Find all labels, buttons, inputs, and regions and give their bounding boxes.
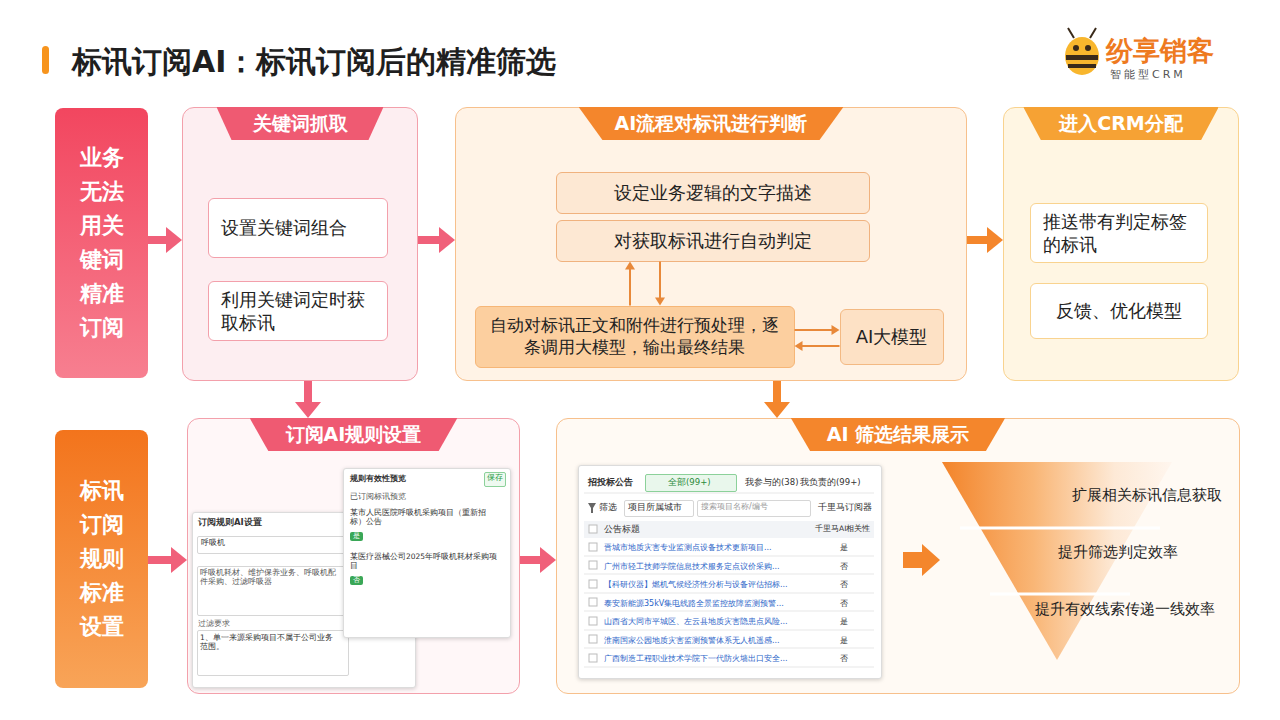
table-cell: 泰安新能源35kV集电线路全景监控故障监测预警... [604,599,784,609]
panel-heading: 订阅AI规则设置 [250,418,458,451]
funnel-label: 提升筛选判定效率 [1058,543,1178,562]
result-tag: 否 [350,576,363,585]
arrowhead [987,227,1003,253]
arrowhead [764,402,790,418]
process-box: 对获取标讯进行自动判定 [556,220,870,262]
connector-arrow [295,381,321,418]
node-text: 反馈、优化模型 [1056,299,1182,322]
panel-heading: AI 筛选结果展示 [791,418,1005,451]
card-heading: 规则有效性预览 [350,474,406,484]
table-cell: 淮南国家公园地质灾害监测预警体系无人机遥感... [604,636,780,646]
group-panel: AI流程对标讯进行判断设定业务逻辑的文字描述对获取标讯进行自动判定自动对标讯正文… [455,107,967,381]
button-label: 筛选 [599,502,617,513]
connector-arrow [967,227,1003,253]
button-label: 千里马订阅器 [818,502,872,513]
connector-line [967,236,988,244]
funnel-label: 提升有效线索传递一线效率 [1035,600,1215,619]
node-text: 利用关键词定时获取标讯 [221,288,375,334]
arrowhead [171,547,187,573]
panel-heading: 关键词抓取 [217,107,384,140]
connector-arrow [418,227,455,253]
model-box: AI大模型 [840,309,944,365]
table-cell: 山西省大同市平城区、左云县地质灾害隐患点风险... [604,617,788,627]
table-cell: 是 [840,617,848,627]
node-text: 推送带有判定标签的标讯 [1043,210,1195,256]
table-header-cell: 千里马AI相关性 [815,524,870,533]
node-text: 业务无法用关键词精准订阅 [80,141,124,346]
node-text: 标讯订阅规则标准设置 [80,474,124,644]
result-tag: 是 [350,532,363,541]
table-title: 招投标公告 [588,477,633,488]
table-cell: 晋城市地质灾害专业监测点设备技术更新项目... [604,543,772,553]
search-placeholder: 搜索项目名称/编号 [701,502,768,512]
preview-item: 某市人民医院呼吸机采购项目（重新招标）公告 [350,508,500,527]
process-box: 利用关键词定时获取标讯 [208,281,388,341]
panel-heading: AI流程对标讯进行判断 [579,107,844,140]
tab-label: 全部(99+) [668,477,711,488]
bee-logo [1065,28,1099,75]
table-cell: 广州市轻工技师学院信息技术服务定点议价采购... [604,562,780,572]
process-box: 自动对标讯正文和附件进行预处理，逐条调用大模型，输出最终结果 [475,306,795,368]
side-box: 业务无法用关键词精准订阅 [55,108,148,378]
select-label: 项目所属城市 [628,502,682,513]
connector-arrow [148,227,182,253]
connector-arrow [764,381,790,418]
table-cell: 【科研仪器】燃机气候经济性分析与设备评估招标... [604,580,788,590]
connector-line [304,381,312,403]
option-label: 已订阅标讯预览 [350,492,406,501]
field-value: 1、单一来源采购项目不属于公司业务范围。 [200,633,340,652]
connector-arrow [520,547,556,573]
table-header-cell: 公告标题 [604,524,640,535]
group-panel: 关键词抓取设置关键词组合利用关键词定时获取标讯 [182,107,418,381]
tab-label: 我参与的(38) [745,477,798,488]
logo-text: 纷享销客 [1106,34,1214,68]
table-cell: 是 [840,543,848,553]
node-text: 对获取标讯进行自动判定 [614,229,812,252]
panel-heading: 进入CRM分配 [1023,107,1218,140]
node-text: 自动对标讯正文和附件进行预处理，逐条调用大模型，输出最终结果 [488,315,782,359]
button-label: 保存 [487,473,503,482]
preview-item: 某医疗器械公司2025年呼吸机耗材采购项目 [350,552,500,571]
arrowhead [166,227,182,253]
field-value: 呼吸机耗材、维护保养业务、呼吸机配件采购、过滤呼吸器 [200,568,340,587]
node-text: 设定业务逻辑的文字描述 [614,181,812,204]
node-text: 设置关键词组合 [221,216,347,239]
table-cell: 否 [840,580,848,590]
connector-line [520,556,541,564]
arrowhead [540,547,556,573]
table-cell: 广西制造工程职业技术学院下一代防火墙出口安全... [604,654,788,664]
table-cell: 否 [840,599,848,609]
connector-line [418,236,440,244]
connector-line [148,236,167,244]
table-cell: 是 [840,636,848,646]
connector-arrow [148,547,187,573]
process-box: 设置关键词组合 [208,198,388,258]
process-box: 反馈、优化模型 [1030,283,1208,339]
field-label: 过滤要求 [198,619,230,628]
connector-line [148,556,172,564]
tab-label: 我负责的(99+) [800,477,861,488]
table-cell: 否 [840,562,848,572]
side-box: 标讯订阅规则标准设置 [55,430,148,688]
process-box: 设定业务逻辑的文字描述 [556,172,870,214]
funnel-label: 扩展相关标讯信息获取 [1072,486,1222,505]
page-title: 标讯订阅AI：标讯订阅后的精准筛选 [72,43,556,81]
connector-line [773,381,781,403]
group-panel: 进入CRM分配推送带有判定标签的标讯反馈、优化模型 [1003,107,1239,381]
logo-subtitle: 智能型CRM [1110,68,1186,82]
field-value: 呼吸机 [201,538,225,548]
title-bar [42,46,49,74]
arrowhead [295,402,321,418]
table-cell: 否 [840,654,848,664]
card-heading: 订阅规则AI设置 [198,517,262,528]
process-box: 推送带有判定标签的标讯 [1030,203,1208,263]
node-text: AI大模型 [856,325,928,348]
arrowhead [439,227,455,253]
